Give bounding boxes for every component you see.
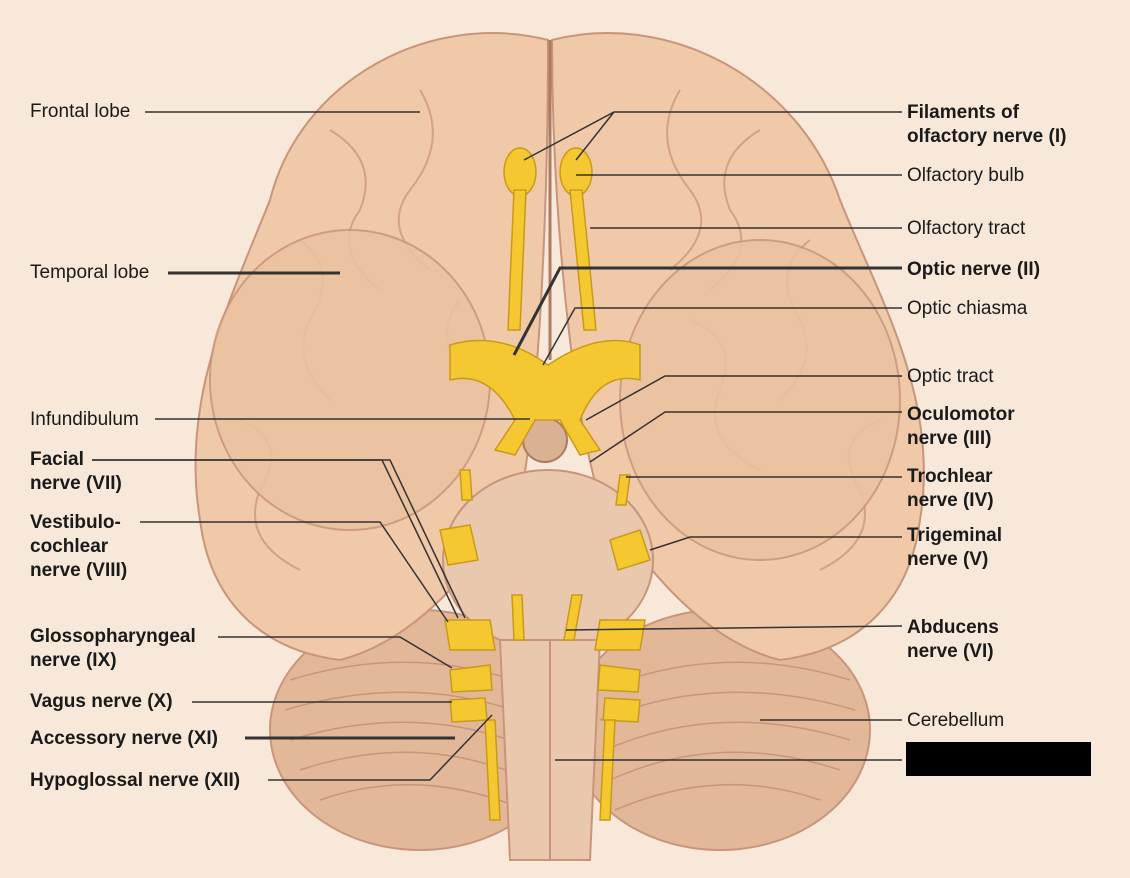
- label-abducens-nerve: Abducens nerve (VI): [907, 616, 999, 664]
- label-cerebellum: Cerebellum: [907, 709, 1004, 733]
- label-hypoglossal-nerve: Hypoglossal nerve (XII): [30, 769, 240, 793]
- label-glossopharyngeal-nerve: Glossopharyngeal nerve (IX): [30, 625, 196, 673]
- label-accessory-nerve: Accessory nerve (XI): [30, 727, 218, 751]
- label-infundibulum: Infundibulum: [30, 408, 139, 432]
- label-trigeminal-nerve: Trigeminal nerve (V): [907, 524, 1002, 572]
- label-facial-nerve: Facial nerve (VII): [30, 448, 122, 496]
- redacted-label-box: [906, 742, 1091, 776]
- label-temporal-lobe: Temporal lobe: [30, 261, 149, 285]
- label-vestibulocochlear-nerve: Vestibulo- cochlear nerve (VIII): [30, 511, 127, 583]
- label-trochlear-nerve: Trochlear nerve (IV): [907, 465, 994, 513]
- label-frontal-lobe: Frontal lobe: [30, 100, 130, 124]
- label-optic-tract: Optic tract: [907, 365, 994, 389]
- label-olfactory-bulb: Olfactory bulb: [907, 164, 1024, 188]
- label-optic-chiasma: Optic chiasma: [907, 297, 1027, 321]
- label-oculomotor-nerve: Oculomotor nerve (III): [907, 403, 1015, 451]
- label-optic-nerve: Optic nerve (II): [907, 258, 1040, 282]
- label-olfactory-tract: Olfactory tract: [907, 217, 1025, 241]
- label-olfactory-filaments: Filaments of olfactory nerve (I): [907, 101, 1066, 149]
- label-vagus-nerve: Vagus nerve (X): [30, 690, 173, 714]
